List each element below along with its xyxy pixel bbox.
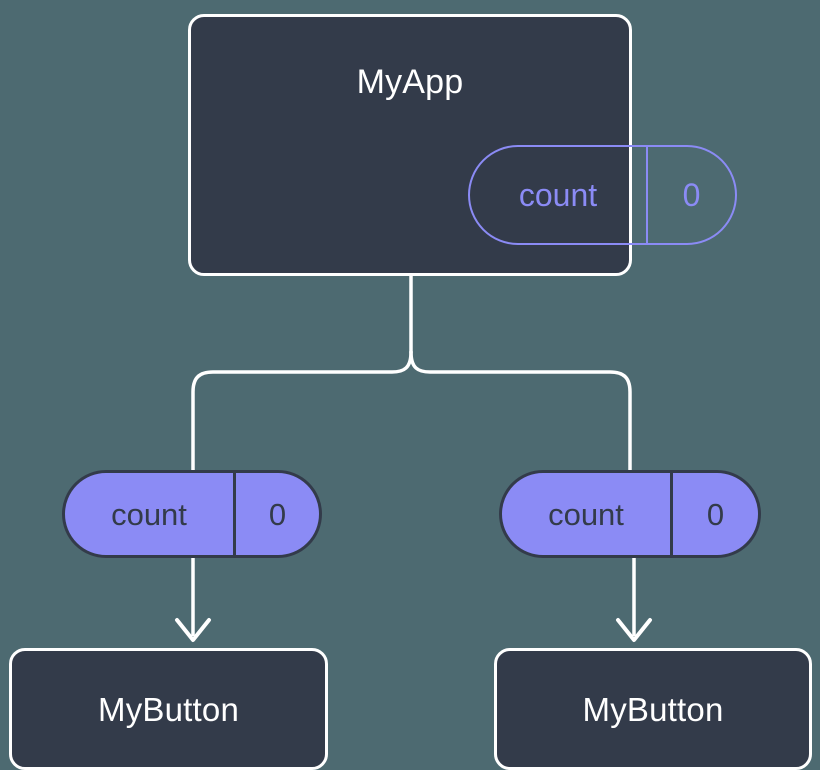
state-pill-myapp[interactable]: count 0 bbox=[468, 145, 737, 245]
edge-branch-left bbox=[191, 350, 413, 472]
component-node-myapp[interactable]: MyApp count 0 bbox=[188, 14, 737, 276]
component-node-mybutton-right[interactable]: MyButton bbox=[494, 648, 812, 770]
state-pill-value: 0 bbox=[682, 177, 701, 213]
component-node-mybutton-left[interactable]: MyButton bbox=[9, 648, 328, 770]
prop-pill-value: 0 bbox=[706, 496, 725, 532]
prop-pill-left[interactable]: count 0 bbox=[62, 470, 322, 558]
prop-pill-value: 0 bbox=[268, 496, 287, 532]
prop-pill-right[interactable]: count 0 bbox=[499, 470, 761, 558]
edge-branch-right bbox=[409, 350, 632, 472]
component-title: MyApp bbox=[356, 63, 464, 101]
component-title: MyButton bbox=[98, 690, 239, 728]
prop-pill-key: count bbox=[502, 473, 673, 555]
prop-pill-key: count bbox=[65, 473, 236, 555]
arrow-head-left-icon bbox=[175, 618, 211, 642]
arrow-head-right-icon bbox=[616, 618, 652, 642]
state-pill-key: count bbox=[470, 147, 648, 243]
component-title: MyButton bbox=[582, 690, 724, 728]
